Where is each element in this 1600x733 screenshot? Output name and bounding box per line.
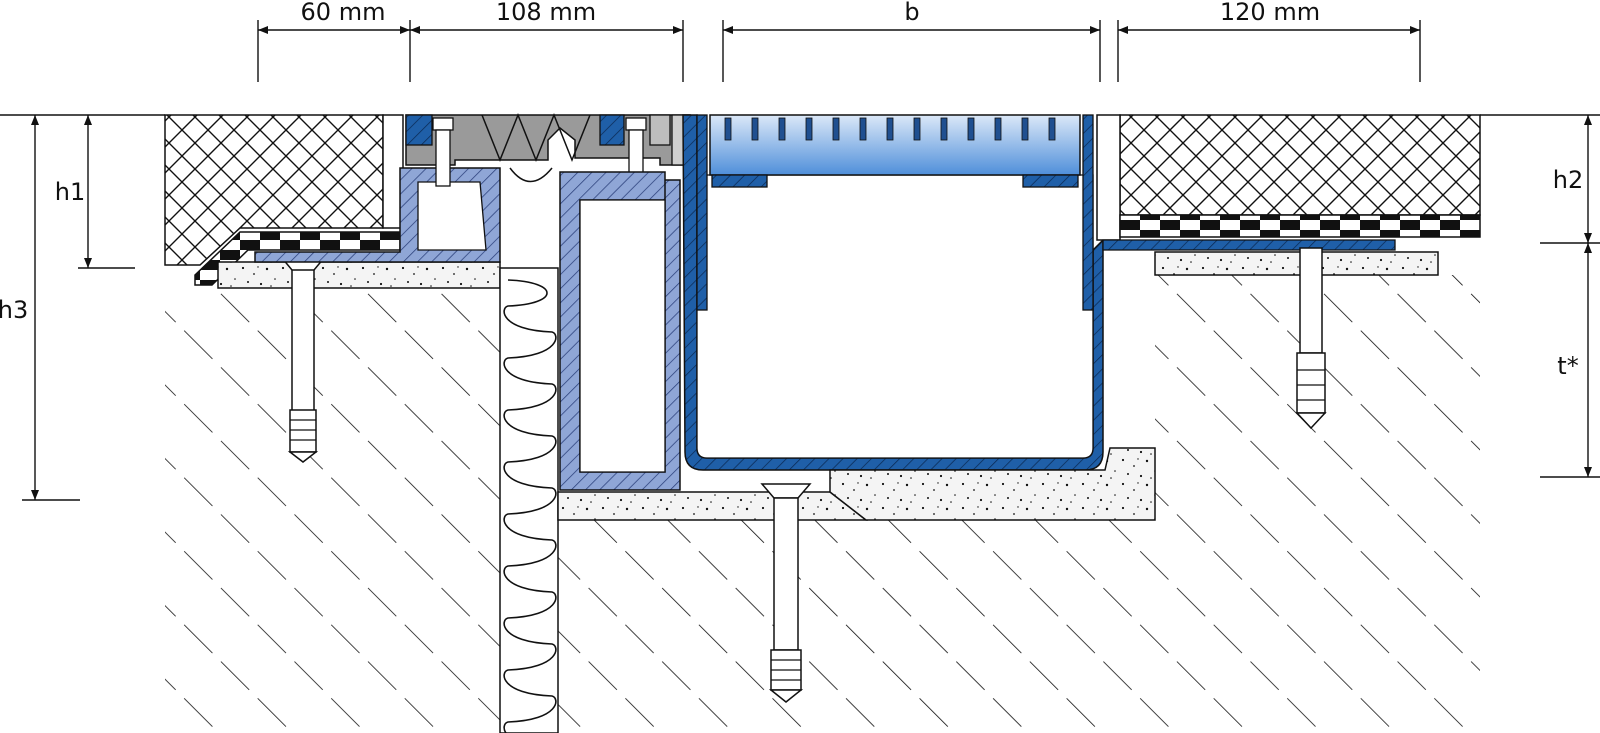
dim-label-120mm: 120 mm — [1220, 0, 1320, 26]
left-bedding-mortar — [217, 261, 501, 289]
grating-slot — [940, 117, 948, 141]
grating-slot — [886, 117, 894, 141]
grating-slot — [832, 117, 840, 141]
gutter-cover-grating — [709, 114, 1081, 188]
dimension-lines — [0, 20, 1600, 501]
left-floor-finish — [164, 114, 404, 266]
dim-label-h3: h3 — [0, 296, 28, 324]
grating-slot — [859, 117, 867, 141]
grating-slot — [751, 117, 759, 141]
left-base-profile — [254, 167, 501, 263]
dim-label-t: t* — [1557, 352, 1578, 380]
grating-slot — [778, 117, 786, 141]
drainage-gutter — [682, 114, 1104, 471]
dim-label-h1: h1 — [55, 178, 85, 206]
grating-slot — [967, 117, 975, 141]
dim-label-b: b — [904, 0, 919, 26]
left-membrane — [194, 231, 401, 286]
right-bedding-mortar — [1154, 251, 1439, 276]
right-anchor-bolt — [1295, 247, 1327, 430]
grating-slot — [1048, 117, 1056, 141]
grating-slot — [1021, 117, 1029, 141]
right-membrane — [1119, 214, 1481, 238]
grating-slot — [805, 117, 813, 141]
joint-filler-foam — [499, 267, 559, 733]
center-anchor-bolt — [760, 483, 812, 703]
right-base-profile — [1102, 239, 1396, 251]
grating-slot — [913, 117, 921, 141]
right-floor-finish — [1096, 114, 1481, 241]
grating-slot — [994, 117, 1002, 141]
dim-label-108mm: 108 mm — [496, 0, 596, 26]
grating-slot — [724, 117, 732, 141]
rubber-seal-insert — [405, 112, 691, 183]
dim-label-h2: h2 — [1553, 166, 1583, 194]
middle-u-channel — [559, 171, 681, 491]
dimension-arrows — [31, 26, 1592, 500]
dim-label-60mm: 60 mm — [301, 0, 386, 26]
